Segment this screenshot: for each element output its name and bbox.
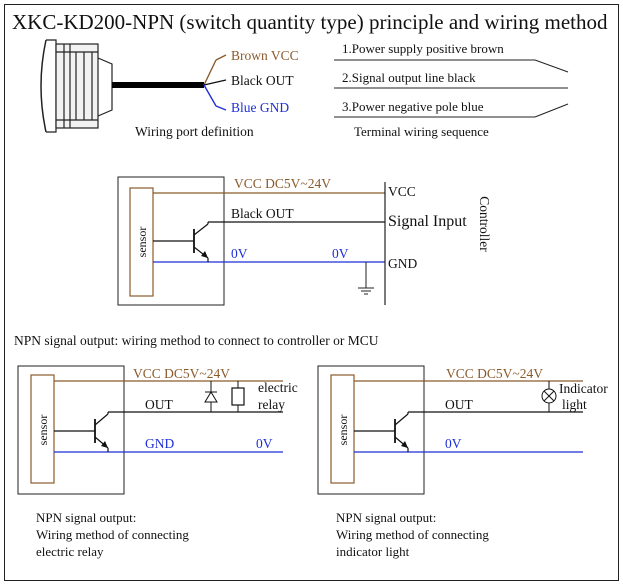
wiring-port-caption: Wiring port definition <box>135 124 254 139</box>
controller-vcc-label: VCC <box>388 184 416 199</box>
relay-label-line-2: relay <box>258 397 285 412</box>
light-label-line-2: light <box>562 397 587 412</box>
npn-heading: NPN signal output: wiring method to conn… <box>14 333 379 348</box>
light-sensor-label: sensor <box>336 415 350 446</box>
controller-sensor-label: sensor <box>135 227 149 258</box>
relay-vcc-supply-label: VCC DC5V~24V <box>133 366 230 381</box>
light-0v-label: 0V <box>445 436 462 451</box>
terminal-sequence-lines <box>334 59 569 118</box>
light-caption-line-3: indicator light <box>336 544 410 559</box>
controller-0v-right-label: 0V <box>332 246 349 261</box>
page-title: XKC-KD200-NPN (switch quantity type) pri… <box>12 10 608 34</box>
relay-diagram <box>17 365 283 495</box>
sequence-item-2: 2.Signal output line black <box>342 70 476 85</box>
sequence-item-3: 3.Power negative pole blue <box>342 99 484 114</box>
relay-caption-line-3: electric relay <box>36 544 104 559</box>
controller-label: Controller <box>477 196 492 252</box>
controller-diagram <box>117 176 386 306</box>
controller-0v-left-label: 0V <box>231 246 248 261</box>
controller-black-out-label: Black OUT <box>231 206 294 221</box>
indicator-light-diagram <box>317 365 583 495</box>
relay-gnd-label: GND <box>145 436 174 451</box>
page-border <box>4 4 619 581</box>
blue-gnd-label: Blue GND <box>231 100 289 115</box>
sequence-item-1: 1.Power supply positive brown <box>342 41 504 56</box>
light-caption-line-1: NPN signal output: <box>336 510 436 525</box>
light-label-line-1: Indicator <box>559 381 608 396</box>
controller-vcc-supply-label: VCC DC5V~24V <box>234 176 331 191</box>
relay-label-line-1: electric <box>258 380 298 395</box>
light-out-label: OUT <box>445 397 473 412</box>
relay-caption-line-2: Wiring method of connecting <box>36 527 189 542</box>
light-caption-line-2: Wiring method of connecting <box>336 527 489 542</box>
sensor-drawing <box>40 39 227 133</box>
controller-gnd-label: GND <box>388 256 417 271</box>
relay-caption-line-1: NPN signal output: <box>36 510 136 525</box>
relay-out-label: OUT <box>145 397 173 412</box>
brown-vcc-label: Brown VCC <box>231 48 299 63</box>
light-vcc-supply-label: VCC DC5V~24V <box>446 366 543 381</box>
terminal-sequence-caption: Terminal wiring sequence <box>354 124 489 139</box>
relay-sensor-label: sensor <box>36 415 50 446</box>
black-out-label: Black OUT <box>231 73 294 88</box>
controller-signal-input-label: Signal Input <box>388 213 467 230</box>
relay-0v-label: 0V <box>256 436 273 451</box>
